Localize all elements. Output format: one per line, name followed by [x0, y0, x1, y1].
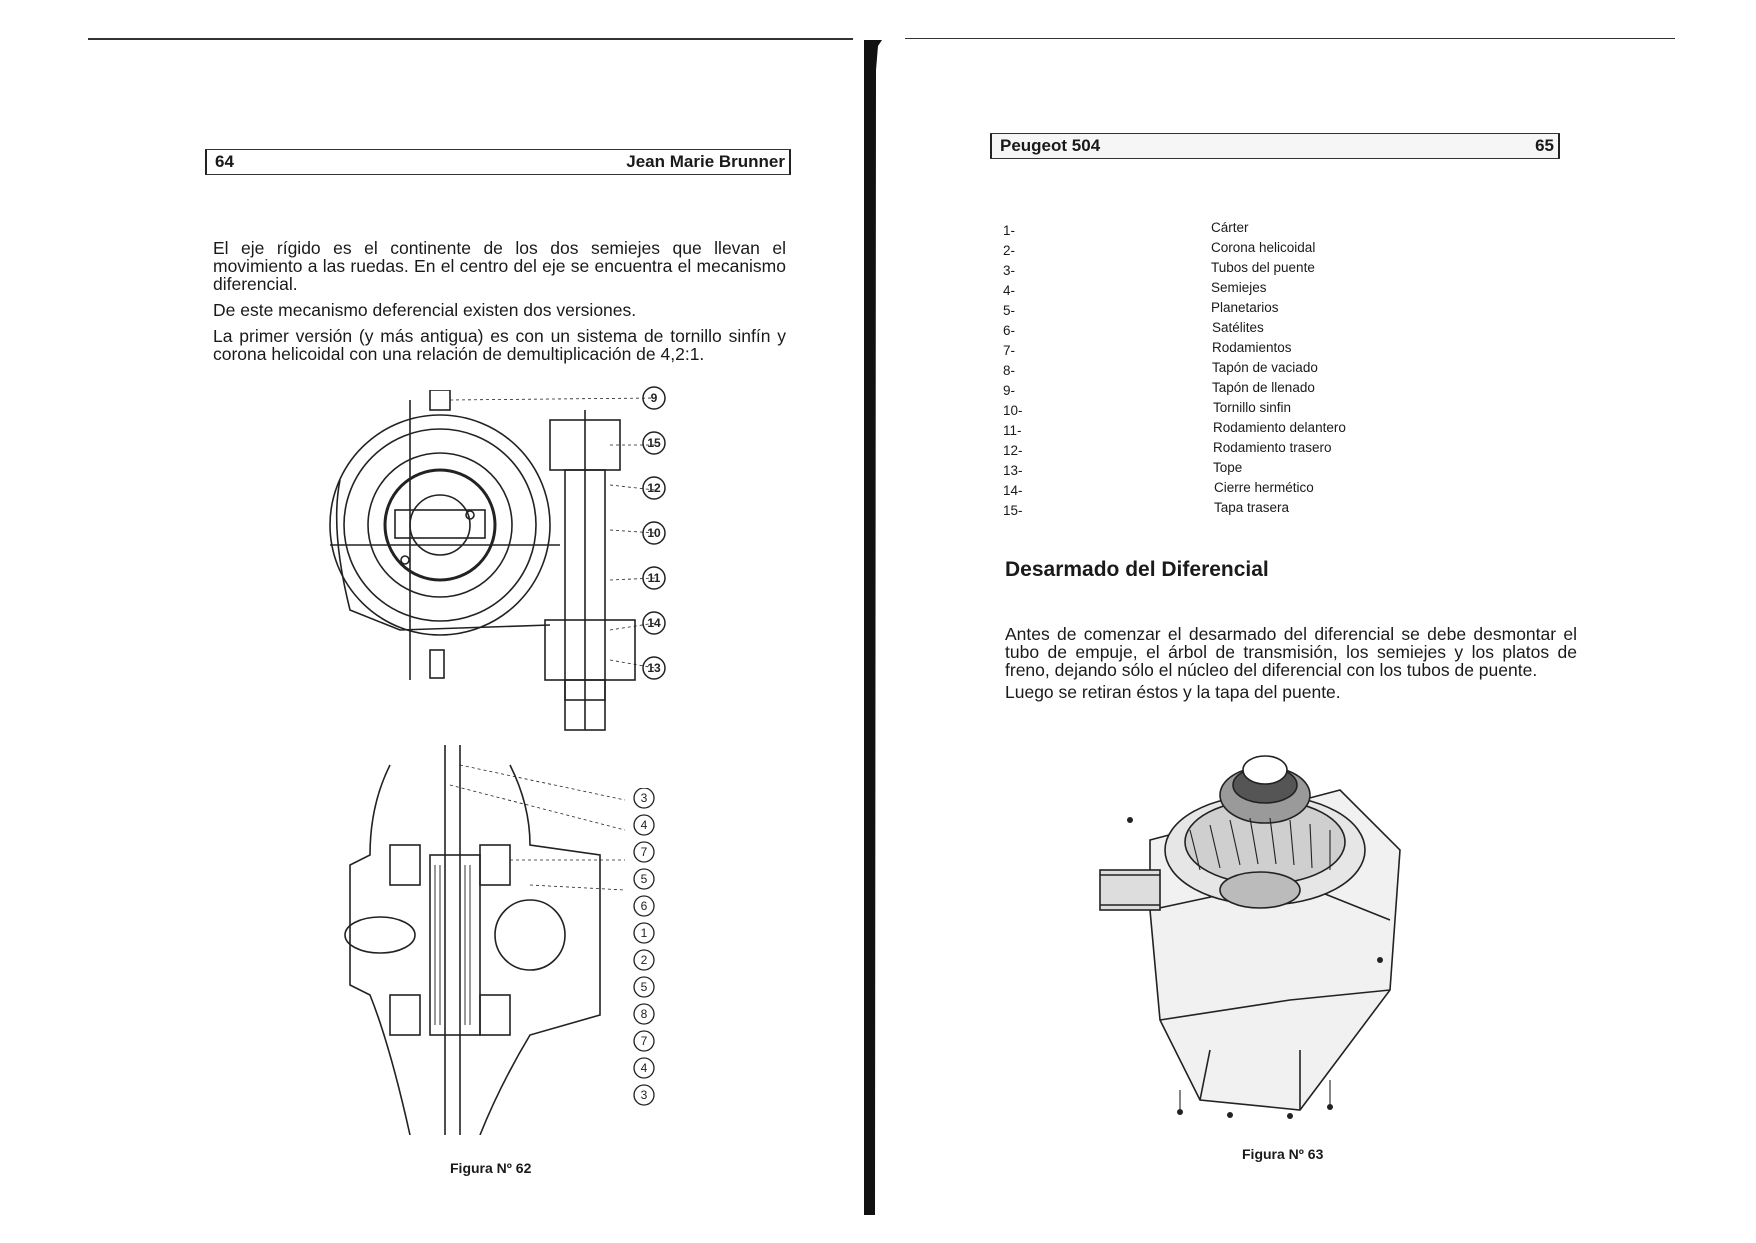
legend-number: 15- — [1003, 503, 1023, 518]
legend-name: Planetarios — [1211, 300, 1279, 315]
book-title: Peugeot 504 — [990, 134, 1100, 158]
legend-number: 8- — [1003, 363, 1016, 378]
legend-number: 4- — [1003, 283, 1016, 298]
callout-label: 5 — [641, 872, 648, 886]
figure-63-caption: Figura Nº 63 — [1242, 1146, 1324, 1162]
paragraph: La primer versión (y más antigua) es con… — [213, 326, 786, 364]
callout-label: 15 — [647, 436, 661, 450]
callout-label: 6 — [641, 899, 648, 913]
callout-label: 4 — [641, 1061, 648, 1075]
legend-number: 6- — [1003, 323, 1016, 338]
legend-name: Corona helicoidal — [1211, 240, 1316, 255]
left-body-text: El eje rígido es el continente de los do… — [213, 239, 786, 371]
upper-callout-column: 9 15 12 10 11 14 13 — [640, 386, 668, 686]
right-page: Peugeot 504 65 1- Cárter 2- Corona helic… — [880, 0, 1756, 1243]
callout-label: 7 — [641, 1034, 648, 1048]
lower-callout-column: 3 4 7 5 6 1 2 5 8 7 4 3 — [630, 787, 658, 1128]
callout-label: 7 — [641, 845, 648, 859]
callout-label: 14 — [647, 616, 661, 630]
legend-name: Tope — [1213, 460, 1243, 475]
legend-number: 7- — [1003, 343, 1016, 358]
paragraph: De este mecanismo deferencial existen do… — [213, 300, 637, 320]
legend-name: Semiejes — [1211, 280, 1267, 295]
figure-62-lower-diagram — [344, 745, 626, 1135]
callout-label: 8 — [641, 1007, 648, 1021]
callout-label: 3 — [641, 1088, 648, 1102]
legend-number: 1- — [1003, 223, 1016, 238]
legend-number: 14- — [1003, 483, 1023, 498]
top-rule-right — [905, 38, 1675, 39]
legend-name: Tapón de llenado — [1212, 380, 1315, 395]
legend-name: Rodamientos — [1212, 340, 1292, 355]
callout-label: 4 — [641, 818, 648, 832]
legend-name: Tapón de vaciado — [1212, 360, 1318, 375]
figure-63-differential-illustration — [1099, 755, 1401, 1119]
legend-name: Cárter — [1211, 220, 1249, 235]
paragraph: El eje rígido es el continente de los do… — [213, 238, 786, 294]
figure-62-caption: Figura Nº 62 — [450, 1160, 532, 1176]
top-rule-left — [88, 38, 853, 40]
page-number: 64 — [205, 150, 234, 174]
legend-name: Satélites — [1212, 320, 1264, 335]
author-name: Jean Marie Brunner — [626, 150, 791, 174]
paragraph: Antes de comenzar el desarmado del difer… — [1005, 624, 1577, 680]
callout-label: 9 — [651, 391, 658, 405]
legend-number: 2- — [1003, 243, 1016, 258]
left-page-header: 64 Jean Marie Brunner — [205, 149, 791, 175]
callout-label: 13 — [647, 661, 661, 675]
right-body-text: Antes de comenzar el desarmado del difer… — [1005, 625, 1577, 709]
section-title: Desarmado del Diferencial — [1005, 558, 1269, 581]
legend-number: 3- — [1003, 263, 1016, 278]
legend-name: Rodamiento trasero — [1213, 440, 1332, 455]
legend-name: Tornillo sinfin — [1213, 400, 1292, 415]
callout-label: 5 — [641, 980, 648, 994]
legend-name: Tapa trasera — [1214, 500, 1290, 515]
callout-label: 11 — [648, 571, 661, 585]
legend-number: 9- — [1003, 383, 1016, 398]
callout-label: 3 — [641, 791, 648, 805]
right-page-header: Peugeot 504 65 — [990, 133, 1560, 159]
legend-number: 5- — [1003, 303, 1016, 318]
left-page: 64 Jean Marie Brunner El eje rígido es e… — [0, 0, 870, 1243]
legend-name: Cierre hermético — [1214, 480, 1314, 495]
legend-number: 10- — [1003, 403, 1023, 418]
page-number: 65 — [1535, 134, 1560, 158]
legend-number: 11- — [1003, 423, 1022, 438]
book-spine — [864, 40, 882, 1215]
legend-number: 13- — [1003, 463, 1023, 478]
legend-name: Tubos del puente — [1211, 260, 1315, 275]
callout-label: 12 — [647, 481, 661, 495]
callout-label: 10 — [647, 526, 661, 540]
legend-number: 12- — [1003, 443, 1023, 458]
legend-name: Rodamiento delantero — [1213, 420, 1346, 435]
figure-62-upper-diagram — [329, 390, 656, 731]
callout-label: 1 — [641, 926, 648, 940]
paragraph: Luego se retiran éstos y la tapa del pue… — [1005, 682, 1341, 702]
callout-label: 2 — [641, 953, 648, 967]
